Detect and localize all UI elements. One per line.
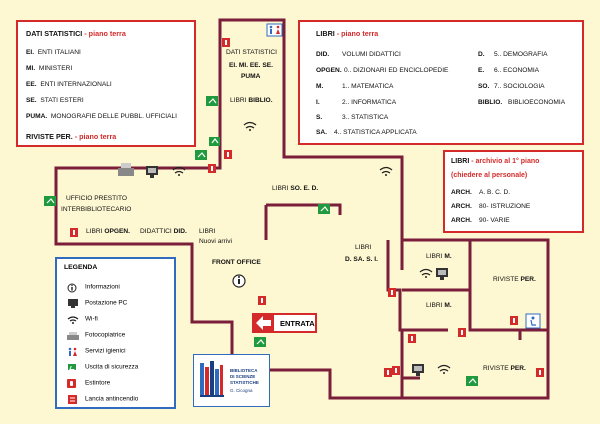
room-libri-dsasi-2: D. SA. S. I. [345,256,378,263]
legend-title: LEGENDA [64,264,98,271]
dati-title-suffix: - piano terra [84,29,126,38]
libri-item: S.3.. STATISTICA [316,114,389,121]
room-riviste-2: RIVISTE PER. [483,365,526,372]
room-front-office: FRONT OFFICE [212,259,261,266]
dati-item: MI. MINISTERI [26,65,73,72]
wifi-icon [172,121,451,372]
library-logo: BIBLIOTECA DI SCIENZE STATISTICHE G. Cic… [193,354,270,407]
legend: LEGENDA Informazioni Postazione PC Wi-fi… [55,257,176,409]
libri-item: D.5.. DEMOGRAFIA [478,51,548,58]
logo-line-1: BIBLIOTECA [230,368,258,373]
dati-item: EI. ENTI ITALIANI [26,49,81,56]
inner-wall-libri-m [400,240,478,332]
legend-item: Wi-fi [67,315,98,324]
dati-item: SE. STATI ESTERI [26,97,84,104]
photocopier-icon [67,331,79,340]
accessibility-icon [525,313,541,329]
room-libri-opgen: LIBRI OPGEN. [86,228,130,235]
room-libri-nuovi: LIBRI [199,228,216,235]
room-ufficio-prestito: UFFICIO PRESTITO [66,195,128,202]
riviste-title: RIVISTE PER. [26,132,73,141]
dati-item: EE. ENTI INTERNAZIONALI [26,81,112,88]
room-nuovi-arrivi: Nuovi arrivi [199,238,232,245]
box-archivio: LIBRI - archivio al 1° piano (chiedere a… [443,150,584,233]
info-icon [67,283,79,293]
legend-item: Estintore [67,379,110,388]
box-dati-statistici: DATI STATISTICI - piano terra EI. ENTI I… [16,20,196,147]
archivio-item: ARCH.90- VARIE [451,217,510,224]
legend-item: Postazione PC [67,299,127,308]
room-dati-codes: EI. MI. EE. SE. [229,62,273,69]
arrow-left-icon [252,313,274,333]
archivio-item: ARCH.A. B. C. D. [451,189,511,196]
archivio-title: LIBRI [451,158,470,165]
libri-item: M.1.. MATEMATICA [316,83,394,90]
archivio-title-suffix: - archivio al 1° piano [471,158,540,165]
room-dati-puma: PUMA [241,73,261,80]
wifi-icon [67,315,79,324]
legend-item: Servizi igienici [67,347,126,356]
room-riviste-1: RIVISTE PER. [493,276,536,283]
info-icon [232,274,246,288]
entrance-label: ENTRATA [280,319,315,328]
fire-hose-icon [67,395,79,404]
libri-item: I.2.. INFORMATICA [316,99,397,106]
legend-item: Uscita di sicurezza [67,363,138,371]
libri-item: SO.7.. SOCIOLOGIA [478,83,545,90]
room-didattici: DIDATTICI DID. [140,228,187,235]
legend-item: Lancia antincendio [67,395,138,404]
libri-item: E.6.. ECONOMIA [478,67,540,74]
logo-line-2: DI SCIENZE [230,374,256,379]
entrance-sign: ENTRATA [252,313,317,333]
dati-item: PUMA. MONOGRAFIE DELLE PUBBL. UFFICIALI [26,113,177,120]
room-libri-m-1: LIBRI M. [426,253,452,260]
room-libri-soed: LIBRI SO. E. D. [272,185,319,192]
emergency-exit-icon [44,96,478,386]
libri-item: DID.VOLUMI DIDATTICI [316,51,401,58]
legend-item: Fotocopiatrice [67,331,125,340]
riviste-suffix: - piano terra [74,132,117,141]
libri-title-suffix: - piano terra [336,29,379,38]
logo-line-3: STATISTICHE [230,380,259,385]
archivio-item: ARCH.80- ISTRUZIONE [451,203,531,210]
pc-icon [67,299,79,308]
dati-title: DATI STATISTICI [26,29,83,38]
room-dati-statistici: DATI STATISTICI [226,49,277,56]
photocopier-icon [118,163,134,176]
restroom-icon [266,23,283,37]
books-logo-icon [200,361,224,397]
inner-wall-riviste [478,328,548,340]
inner-wall-dsasi [386,240,448,332]
libri-item: BIBLIO.BIBLIOECONOMIA [478,99,566,106]
inner-wall-lower [400,330,420,398]
room-libri-m-2: LIBRI M. [426,302,452,309]
extinguisher-icon [67,379,79,388]
emergency-exit-icon [67,363,79,371]
libri-item: OPGEN.0.. DIZIONARI ED ENCICLOPEDIE [316,67,449,74]
room-libri-dsasi-1: LIBRI [355,244,372,251]
room-ufficio-interbibliotecario: INTERBIBLIOTECARIO [61,206,132,213]
room-libri-biblio: LIBRI BIBLIO. [230,97,273,104]
libri-title: LIBRI [316,29,335,38]
box-libri: LIBRI - piano terra DID.VOLUMI DIDATTICI… [298,20,584,145]
libri-item: SA.4.. STATISTICA APPLICATA [316,129,417,136]
restroom-icon [67,347,79,356]
archivio-subtitle: (chiedere al personale) [451,172,528,179]
outer-wall [54,18,550,400]
legend-item: Informazioni [67,283,120,293]
logo-line-4: G. Cicogna [230,388,253,393]
